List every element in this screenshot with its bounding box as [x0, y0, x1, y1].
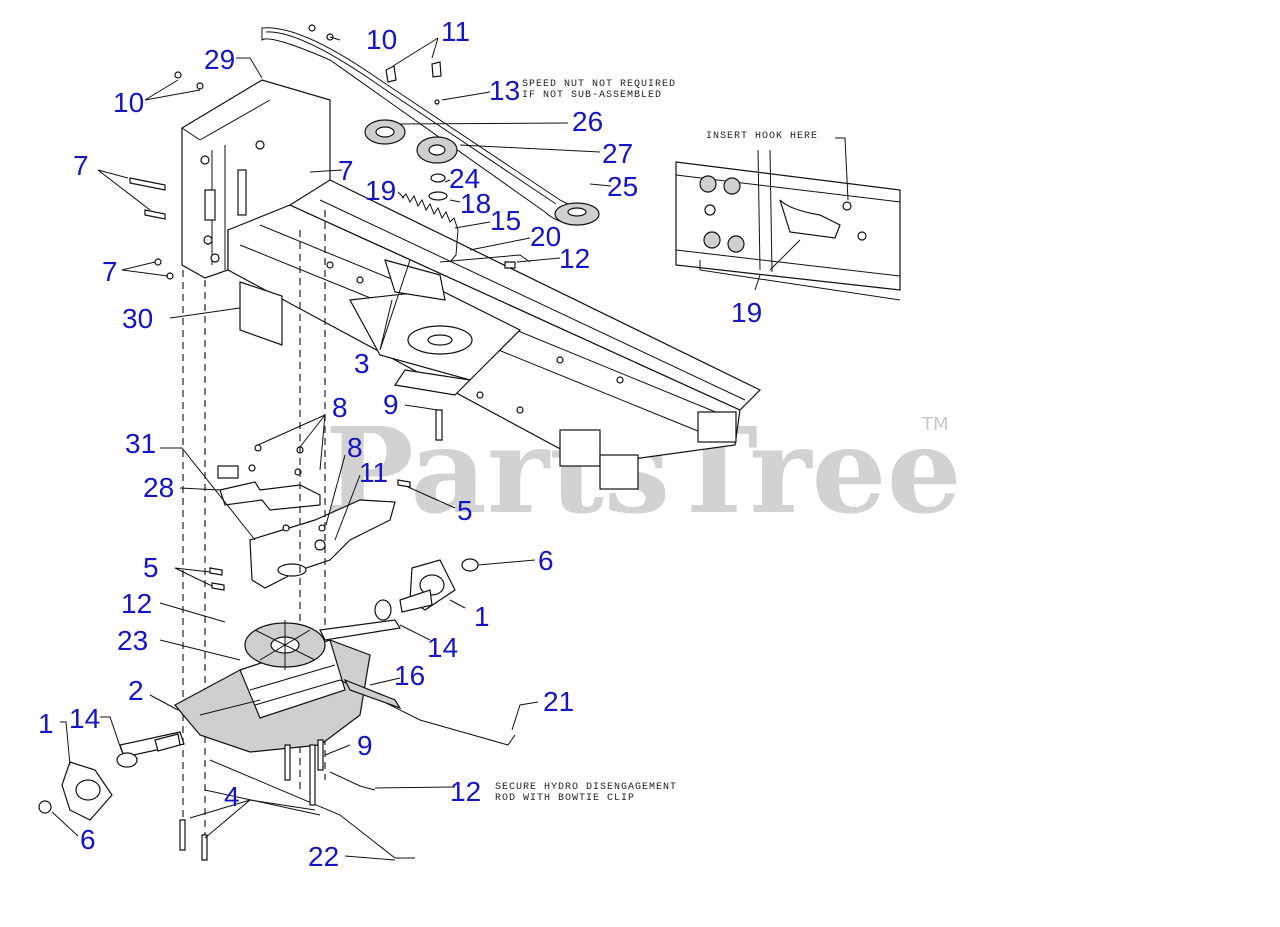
callout-label: 18: [460, 188, 491, 219]
callout-label: 28: [143, 472, 174, 503]
note-hydro-line2: ROD WITH BOWTIE CLIP: [495, 793, 635, 804]
callout-label: 1: [474, 601, 490, 632]
watermark-trademark: TM: [921, 414, 949, 435]
callout-label: 7: [338, 155, 354, 186]
callout-label: 16: [394, 660, 425, 691]
callout-label: 12: [121, 588, 152, 619]
leader-lines: [51, 36, 612, 861]
callout-label: 22: [308, 841, 339, 872]
callout-label: 15: [490, 205, 521, 236]
callout-label: 13: [489, 75, 520, 106]
callout-label: 19: [731, 297, 762, 328]
callout-label: 9: [357, 730, 373, 761]
hardware-bolts: [129, 24, 516, 280]
callout-label: 14: [69, 703, 100, 734]
callout-label: 11: [359, 457, 388, 488]
callout-label: 24: [449, 163, 480, 194]
note-speed-nut-line1: SPEED NUT NOT REQUIRED: [522, 79, 676, 90]
callout-label: 31: [125, 428, 156, 459]
mounting-brackets: [209, 409, 443, 591]
callout-label: 2: [128, 675, 144, 706]
transaxle-assembly: [119, 599, 516, 861]
callout-label: 10: [366, 24, 397, 55]
callout-label: 14: [427, 632, 458, 663]
callout-label: 7: [73, 150, 89, 181]
callout-label: 20: [530, 221, 561, 252]
callout-label: 8: [347, 432, 363, 463]
callout-label: 5: [143, 552, 159, 583]
note-speed-nut-line2: IF NOT SUB-ASSEMBLED: [522, 90, 662, 101]
callout-label: 29: [204, 44, 235, 75]
detail-inset-hook: [675, 137, 901, 301]
callout-label: 9: [383, 389, 399, 420]
callout-label: 5: [457, 495, 473, 526]
callout-label: 12: [450, 776, 481, 807]
callout-label: 12: [559, 243, 590, 274]
bracket-30: [239, 281, 283, 346]
callout-label: 7: [102, 256, 118, 287]
callout-label: 8: [332, 392, 348, 423]
callout-label: 27: [602, 138, 633, 169]
callout-label: 30: [122, 303, 153, 334]
callout-label: 11: [441, 16, 470, 47]
callout-label: 25: [607, 171, 638, 202]
callout-label: 3: [354, 348, 370, 379]
belt-and-pulleys: [261, 27, 600, 226]
hubs: [38, 558, 479, 821]
callout-label: 6: [538, 545, 554, 576]
frame-assembly: [181, 79, 762, 490]
note-insert-hook: INSERT HOOK HERE: [706, 131, 818, 142]
callout-label: 19: [365, 175, 396, 206]
callout-label: 4: [224, 781, 240, 812]
callout-label: 1: [38, 708, 54, 739]
callout-label: 23: [117, 625, 148, 656]
note-hydro-line1: SECURE HYDRO DISENGAGEMENT: [495, 782, 677, 793]
callout-label: 26: [572, 106, 603, 137]
callout-labels: 10 11 10 29 13 26 27 7 7 24 25 19 18 15 …: [38, 16, 762, 872]
callout-label: 21: [543, 686, 574, 717]
callout-label: 6: [80, 824, 96, 855]
callout-label: 10: [113, 87, 144, 118]
